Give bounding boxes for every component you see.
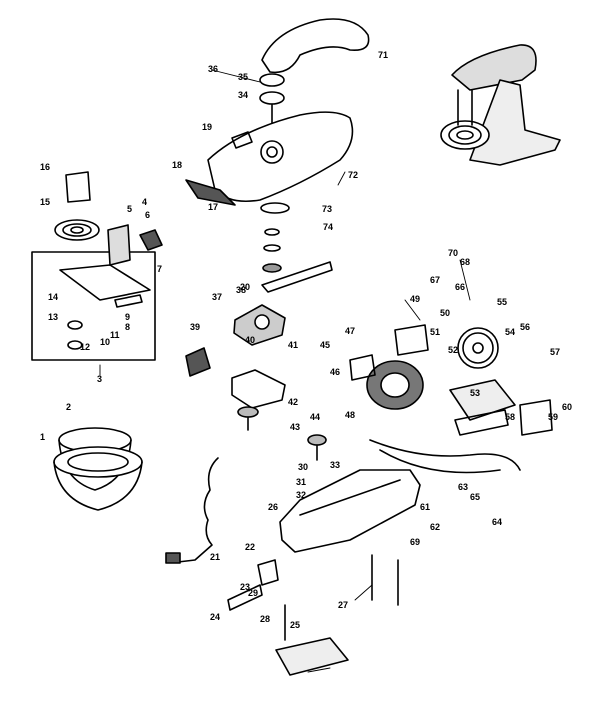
part-number-label: 19 bbox=[202, 122, 212, 132]
washer-stack bbox=[260, 202, 333, 293]
part-number-label: 10 bbox=[100, 337, 110, 347]
screws bbox=[284, 554, 399, 641]
part-number-label: 56 bbox=[520, 322, 530, 332]
part-number-label: 25 bbox=[290, 620, 300, 630]
part-number-label: 65 bbox=[470, 492, 480, 502]
cord-clip bbox=[227, 584, 263, 611]
part-number-label: 55 bbox=[497, 297, 507, 307]
part-number-label: 54 bbox=[505, 327, 515, 337]
part-number-label: 57 bbox=[550, 347, 560, 357]
part-number-label: 71 bbox=[378, 50, 388, 60]
part-number-label: 73 bbox=[322, 204, 332, 214]
part-number-label: 27 bbox=[338, 600, 348, 610]
switch-bracket bbox=[257, 559, 279, 586]
eject-button bbox=[185, 347, 211, 377]
part-number-label: 16 bbox=[40, 162, 50, 172]
part-number-label: 43 bbox=[290, 422, 300, 432]
part-number-label: 62 bbox=[430, 522, 440, 532]
part-number-label: 40 bbox=[245, 335, 255, 345]
beater-gear bbox=[237, 406, 327, 461]
part-number-label: 15 bbox=[40, 197, 50, 207]
part-number-label: 36 bbox=[208, 64, 218, 74]
part-number-label: 53 bbox=[470, 388, 480, 398]
motor-cover bbox=[207, 111, 354, 203]
part-number-label: 7 bbox=[157, 264, 162, 274]
speed-knob bbox=[259, 73, 285, 126]
speed-switch-assembly bbox=[449, 379, 553, 436]
part-number-label: 66 bbox=[455, 282, 465, 292]
part-number-label: 13 bbox=[48, 312, 58, 322]
part-number-label: 38 bbox=[236, 285, 246, 295]
part-number-label: 67 bbox=[430, 275, 440, 285]
part-number-label: 28 bbox=[260, 614, 270, 624]
part-number-label: 35 bbox=[238, 72, 248, 82]
part-number-label: 42 bbox=[288, 397, 298, 407]
part-number-label: 1 bbox=[40, 432, 45, 442]
stand-inset bbox=[31, 171, 163, 361]
part-number-label: 9 bbox=[125, 312, 130, 322]
part-number-label: 63 bbox=[458, 482, 468, 492]
part-number-label: 64 bbox=[492, 517, 502, 527]
cover-button bbox=[231, 131, 253, 149]
part-number-label: 24 bbox=[210, 612, 220, 622]
part-number-label: 30 bbox=[298, 462, 308, 472]
base-plate bbox=[275, 637, 349, 676]
part-number-label: 58 bbox=[505, 412, 515, 422]
part-number-label: 8 bbox=[125, 322, 130, 332]
part-number-label: 32 bbox=[296, 490, 306, 500]
part-number-label: 48 bbox=[345, 410, 355, 420]
part-number-label: 45 bbox=[320, 340, 330, 350]
part-number-labels: 1234567891011121314151617181920212223242… bbox=[40, 50, 572, 630]
part-number-label: 70 bbox=[448, 248, 458, 258]
part-number-label: 37 bbox=[212, 292, 222, 302]
part-number-label: 68 bbox=[460, 257, 470, 267]
part-number-label: 33 bbox=[330, 460, 340, 470]
part-number-label: 31 bbox=[296, 477, 306, 487]
motor bbox=[349, 324, 429, 410]
part-number-label: 72 bbox=[348, 170, 358, 180]
part-number-label: 34 bbox=[238, 90, 248, 100]
part-number-label: 60 bbox=[562, 402, 572, 412]
part-number-label: 61 bbox=[420, 502, 430, 512]
part-number-label: 49 bbox=[410, 294, 420, 304]
power-cord bbox=[177, 457, 219, 563]
part-number-label: 22 bbox=[245, 542, 255, 552]
part-number-label: 18 bbox=[172, 160, 182, 170]
drive-gear bbox=[457, 327, 499, 369]
assembled-mixer-illustration bbox=[440, 44, 561, 166]
gasket bbox=[231, 369, 286, 409]
mixing-bowls bbox=[53, 427, 143, 511]
part-number-label: 52 bbox=[448, 345, 458, 355]
base-housing bbox=[279, 469, 421, 553]
part-number-label: 29 bbox=[248, 588, 258, 598]
part-number-label: 5 bbox=[127, 204, 132, 214]
part-number-label: 69 bbox=[410, 537, 420, 547]
part-number-label: 74 bbox=[323, 222, 333, 232]
part-number-label: 3 bbox=[97, 374, 102, 384]
part-number-label: 20 bbox=[240, 282, 250, 292]
part-number-label: 50 bbox=[440, 308, 450, 318]
part-number-label: 4 bbox=[142, 197, 147, 207]
part-number-label: 39 bbox=[190, 322, 200, 332]
part-number-label: 47 bbox=[345, 326, 355, 336]
part-number-label: 12 bbox=[80, 342, 90, 352]
part-number-label: 26 bbox=[268, 502, 278, 512]
part-number-label: 2 bbox=[66, 402, 71, 412]
part-number-label: 44 bbox=[310, 412, 320, 422]
part-number-label: 41 bbox=[288, 340, 298, 350]
wiring bbox=[369, 439, 521, 474]
part-number-label: 21 bbox=[210, 552, 220, 562]
part-number-label: 23 bbox=[240, 582, 250, 592]
part-number-label: 6 bbox=[145, 210, 150, 220]
part-number-label: 11 bbox=[110, 330, 120, 340]
part-number-label: 17 bbox=[208, 202, 218, 212]
part-number-label: 46 bbox=[330, 367, 340, 377]
handle bbox=[261, 18, 370, 74]
part-number-label: 59 bbox=[548, 412, 558, 422]
part-number-label: 14 bbox=[48, 292, 58, 302]
cover-switch bbox=[185, 179, 236, 206]
part-number-label: 51 bbox=[430, 327, 440, 337]
